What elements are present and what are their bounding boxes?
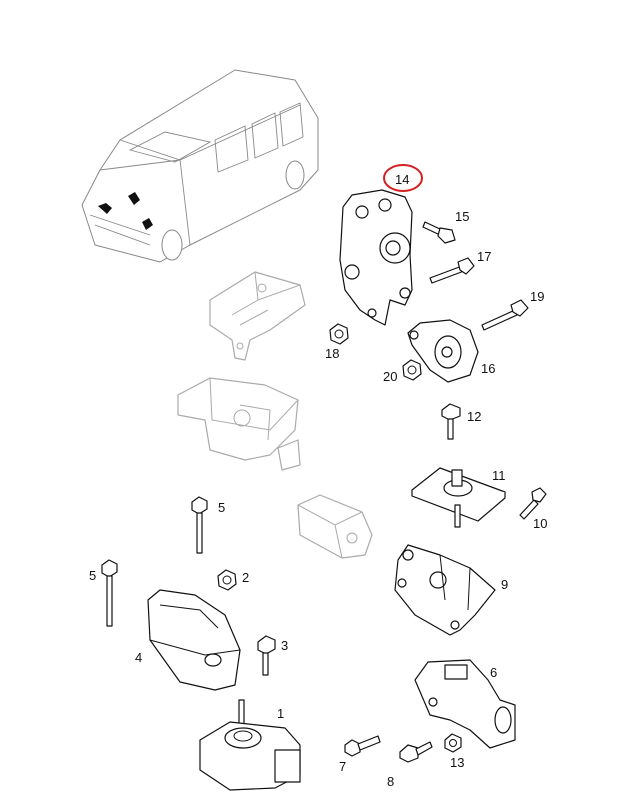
callout-9[interactable]: 9 xyxy=(501,577,508,592)
callout-4[interactable]: 4 xyxy=(135,650,142,665)
bolt-5-upper xyxy=(191,496,208,554)
callout-15[interactable]: 15 xyxy=(455,209,469,224)
van-illustration xyxy=(81,69,319,263)
faded-bracket-lower xyxy=(177,377,301,471)
part-14-bracket xyxy=(339,189,413,326)
callout-labels: 14 15 17 19 18 16 20 12 11 10 5 5 2 4 3 … xyxy=(89,172,547,789)
callout-16[interactable]: 16 xyxy=(481,361,495,376)
part-11-mount xyxy=(411,467,506,528)
bolt-15 xyxy=(422,221,456,244)
part-4-bracket xyxy=(147,589,241,691)
nut-13 xyxy=(444,733,462,753)
callout-19[interactable]: 19 xyxy=(530,289,544,304)
part-16-mount xyxy=(407,319,479,383)
callout-12[interactable]: 12 xyxy=(467,409,481,424)
callout-7[interactable]: 7 xyxy=(339,759,346,774)
bolt-5-left xyxy=(101,559,118,627)
bolt-7 xyxy=(344,735,381,757)
nut-20 xyxy=(402,359,422,381)
part-6-bracket xyxy=(414,659,516,749)
faded-block xyxy=(297,494,373,559)
bolt-8 xyxy=(399,741,433,763)
callout-8[interactable]: 8 xyxy=(387,774,394,789)
callout-17[interactable]: 17 xyxy=(477,249,491,264)
callout-13[interactable]: 13 xyxy=(450,755,464,770)
callout-18[interactable]: 18 xyxy=(325,346,339,361)
callout-3[interactable]: 3 xyxy=(281,638,288,653)
bolt-19 xyxy=(481,299,529,331)
callout-5-left[interactable]: 5 xyxy=(89,568,96,583)
nut-2 xyxy=(217,569,237,591)
bolt-10 xyxy=(519,487,547,520)
callout-6[interactable]: 6 xyxy=(490,665,497,680)
callout-10[interactable]: 10 xyxy=(533,516,547,531)
callout-14[interactable]: 14 xyxy=(395,172,409,187)
callout-5-upper[interactable]: 5 xyxy=(218,500,225,515)
callout-2[interactable]: 2 xyxy=(242,570,249,585)
callout-11[interactable]: 11 xyxy=(492,468,506,483)
nut-18 xyxy=(329,323,349,345)
part-1-mount xyxy=(199,699,301,791)
highlight-circle xyxy=(383,164,423,192)
part-9-bracket xyxy=(394,544,496,636)
callout-20[interactable]: 20 xyxy=(383,369,397,384)
callout-1[interactable]: 1 xyxy=(277,706,284,721)
bolt-3 xyxy=(257,635,276,676)
faded-bracket-upper xyxy=(209,271,306,361)
bolt-12 xyxy=(441,403,461,440)
bolt-17 xyxy=(429,257,475,284)
